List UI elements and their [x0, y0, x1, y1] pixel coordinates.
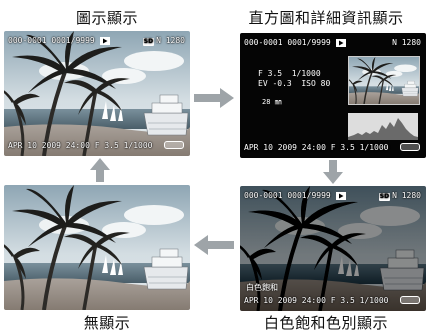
quality: N [156, 36, 161, 45]
osd-datetime-exposure: APR 10 2009 24:00 F 3.5 1/1000 [244, 296, 389, 305]
file-number: 000-0001 [244, 38, 283, 47]
osd-top-right: N 1280 [392, 38, 421, 47]
detail-line-2: EV -0.3 ISO 80 [258, 79, 330, 89]
image-size: 1280 [165, 36, 185, 45]
file-number: 000-0001 [244, 191, 283, 200]
battery-icon [400, 143, 420, 151]
frame-counter: 0001/9999 [287, 38, 331, 47]
focal-length: 28 ㎜ [262, 98, 282, 106]
image-size: 1280 [401, 191, 421, 200]
arrow-right-icon [194, 88, 234, 108]
shutter-speed: 1/1000 [291, 69, 321, 78]
arrow-up-icon [90, 158, 110, 182]
histogram [348, 113, 418, 140]
caption-white-saturation-display: 白色飽和色別顯示 [263, 314, 388, 332]
play-icon [335, 38, 346, 47]
detail-line-1: F 3.5 1/1000 [258, 69, 321, 79]
battery-icon [400, 296, 420, 304]
quality: N [392, 38, 397, 47]
frame-counter: 0001/9999 [51, 36, 95, 45]
quality: N [392, 191, 397, 200]
exposure-compensation: EV -0.3 [258, 79, 292, 88]
arrow-left-icon [194, 235, 234, 255]
beach-photo [4, 185, 190, 310]
caption-icon-display: 圖示顯示 [75, 9, 138, 27]
play-icon [99, 36, 110, 45]
white-saturation-label: 白色飽和 [246, 283, 278, 292]
osd-top-left: 000-0001 0001/9999 [244, 191, 346, 200]
battery-icon [164, 141, 184, 149]
osd-top-left: 000-0001 0001/9999 [8, 36, 110, 45]
arrow-down-icon [323, 160, 343, 184]
sd-card-icon: SD [378, 193, 391, 201]
osd-datetime-exposure: APR 10 2009 24:00 F 3.5 1/1000 [244, 143, 389, 152]
sd-card-icon: SD [142, 38, 155, 46]
osd-top-left: 000-0001 0001/9999 [244, 38, 346, 47]
play-icon [335, 191, 346, 200]
caption-no-display: 無顯示 [83, 314, 131, 332]
screen-histogram-detail: 000-0001 0001/9999 N 1280 F 3.5 1/1000 E… [240, 33, 426, 158]
frame-counter: 0001/9999 [287, 191, 331, 200]
aperture: F 3.5 [258, 69, 283, 78]
beach-photo [4, 31, 190, 156]
image-size: 1280 [401, 38, 421, 47]
screen-no-display [4, 185, 190, 310]
file-number: 000-0001 [8, 36, 47, 45]
thumbnail-image [348, 56, 420, 105]
osd-datetime-exposure: APR 10 2009 24:00 F 3.5 1/1000 [8, 141, 153, 150]
caption-histogram-detail-display: 直方圖和詳細資訊顯示 [248, 9, 404, 27]
iso: ISO 80 [301, 79, 331, 88]
